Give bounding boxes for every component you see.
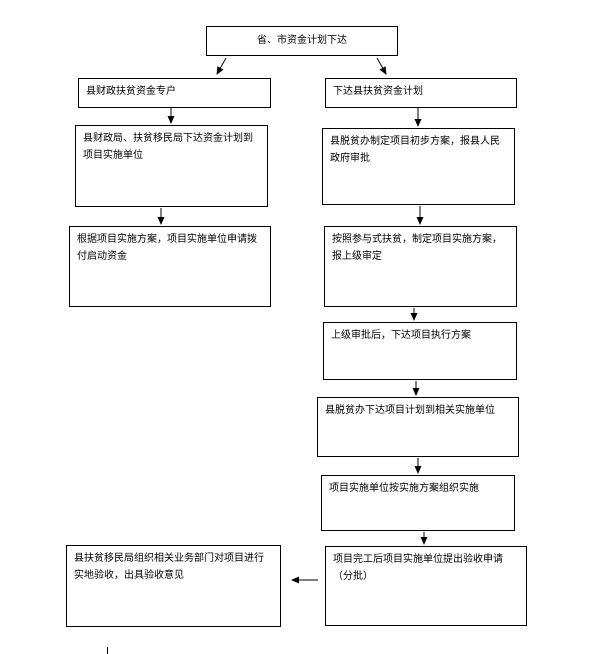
box-participatory-plan: 按照参与式扶贫，制定项目实施方案，报上级审定 <box>324 226 517 307</box>
box-completion-acceptance-request: 项目完工后项目实施单位提出验收申请（分批） <box>325 546 527 626</box>
arrow-top-to-right <box>376 57 387 75</box>
box-county-finance-account: 县财政扶贫资金专户 <box>78 78 271 108</box>
box-county-poverty-plan: 下达县扶贫资金计划 <box>325 78 517 108</box>
arrow-top-to-left <box>216 57 227 75</box>
box-apply-startup-funds: 根据项目实施方案，项目实施单位申请拨付启动资金 <box>69 226 271 307</box>
box-issue-plan-to-units: 县脱贫办下达项目计划到相关实施单位 <box>317 397 519 457</box>
box-finance-bureau-issue-funds: 县财政局、扶贫移民局下达资金计划到项目实施单位 <box>75 125 268 207</box>
box-implement-plan: 项目实施单位按实施方案组织实施 <box>321 475 515 531</box>
box-approved-execution-plan: 上级审批后，下达项目执行方案 <box>323 322 517 380</box>
box-draft-initial-plan: 县脱贫办制定项目初步方案，报县人民政府审批 <box>322 128 515 205</box>
box-on-site-acceptance: 县扶贫移民局组织相关业务部门对项目进行实地验收，出具验收意见 <box>66 545 281 627</box>
box-top-plan-issued: 省、市资金计划下达 <box>206 26 398 56</box>
page-cursor-mark <box>107 647 108 654</box>
